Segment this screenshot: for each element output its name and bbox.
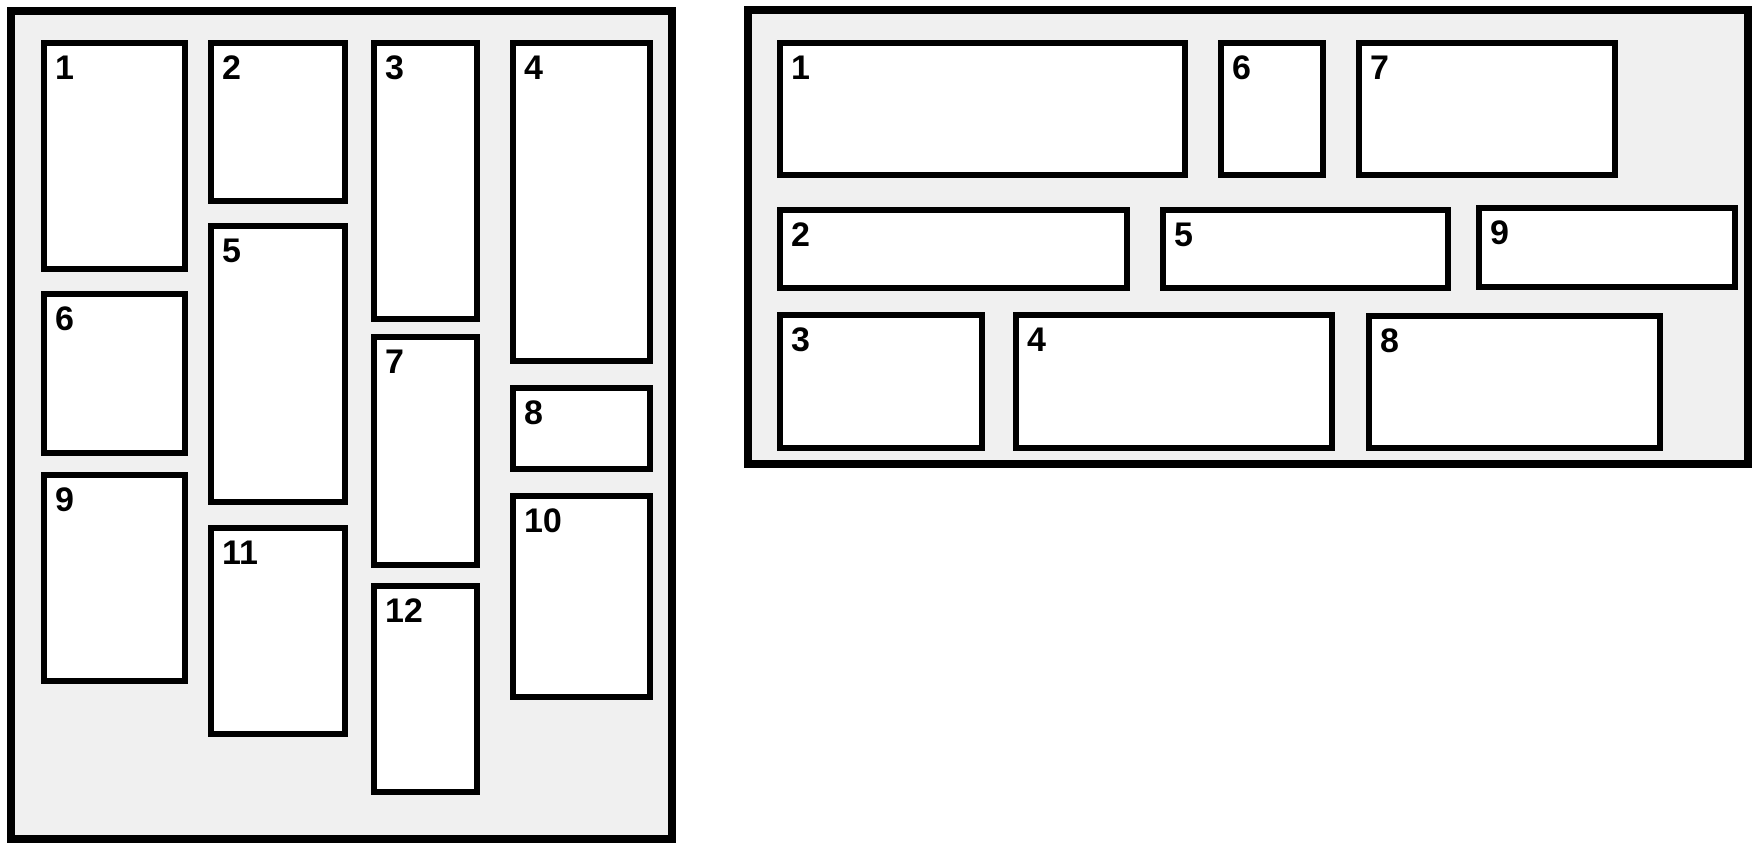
box-number-label: 4 bbox=[1027, 321, 1046, 359]
box-number-label: 3 bbox=[385, 49, 404, 87]
vertical-masonry-box-9: 9 bbox=[41, 472, 188, 684]
horizontal-masonry-box-4: 4 bbox=[1013, 312, 1335, 451]
box-number-label: 2 bbox=[791, 216, 810, 254]
horizontal-masonry-box-2: 2 bbox=[777, 207, 1130, 291]
box-number-label: 1 bbox=[55, 49, 74, 87]
horizontal-masonry-box-5: 5 bbox=[1160, 207, 1451, 291]
box-number-label: 2 bbox=[222, 49, 241, 87]
box-number-label: 12 bbox=[385, 592, 423, 630]
box-number-label: 5 bbox=[1174, 216, 1193, 254]
horizontal-masonry-diagram-panel: 1 2 3 4 5 6 7 8 9 bbox=[744, 6, 1752, 468]
box-number-label: 9 bbox=[55, 481, 74, 519]
horizontal-masonry-box-7: 7 bbox=[1356, 40, 1618, 178]
box-number-label: 7 bbox=[385, 343, 404, 381]
vertical-masonry-box-4: 4 bbox=[510, 40, 653, 364]
box-number-label: 10 bbox=[524, 502, 562, 540]
horizontal-masonry-box-8: 8 bbox=[1366, 313, 1663, 451]
box-number-label: 6 bbox=[1232, 49, 1251, 87]
box-number-label: 11 bbox=[222, 534, 258, 572]
box-number-label: 1 bbox=[791, 49, 810, 87]
vertical-masonry-box-11: 11 bbox=[208, 525, 348, 737]
vertical-masonry-box-12: 12 bbox=[371, 583, 480, 795]
box-number-label: 8 bbox=[1380, 322, 1399, 360]
vertical-masonry-box-2: 2 bbox=[208, 40, 348, 204]
horizontal-masonry-box-1: 1 bbox=[777, 40, 1188, 178]
vertical-masonry-box-7: 7 bbox=[371, 334, 480, 568]
box-number-label: 3 bbox=[791, 321, 810, 359]
vertical-masonry-box-8: 8 bbox=[510, 385, 653, 472]
box-number-label: 5 bbox=[222, 232, 241, 270]
horizontal-masonry-box-3: 3 bbox=[777, 312, 985, 451]
box-number-label: 4 bbox=[524, 49, 543, 87]
box-number-label: 6 bbox=[55, 300, 74, 338]
vertical-masonry-box-3: 3 bbox=[371, 40, 480, 322]
box-number-label: 8 bbox=[524, 394, 543, 432]
vertical-masonry-box-5: 5 bbox=[208, 223, 348, 505]
vertical-masonry-box-6: 6 bbox=[41, 291, 188, 456]
horizontal-masonry-box-9: 9 bbox=[1476, 205, 1738, 290]
horizontal-masonry-box-6: 6 bbox=[1218, 40, 1326, 178]
box-number-label: 9 bbox=[1490, 214, 1509, 252]
vertical-masonry-box-10: 10 bbox=[510, 493, 653, 700]
vertical-masonry-box-1: 1 bbox=[41, 40, 188, 272]
box-number-label: 7 bbox=[1370, 49, 1389, 87]
